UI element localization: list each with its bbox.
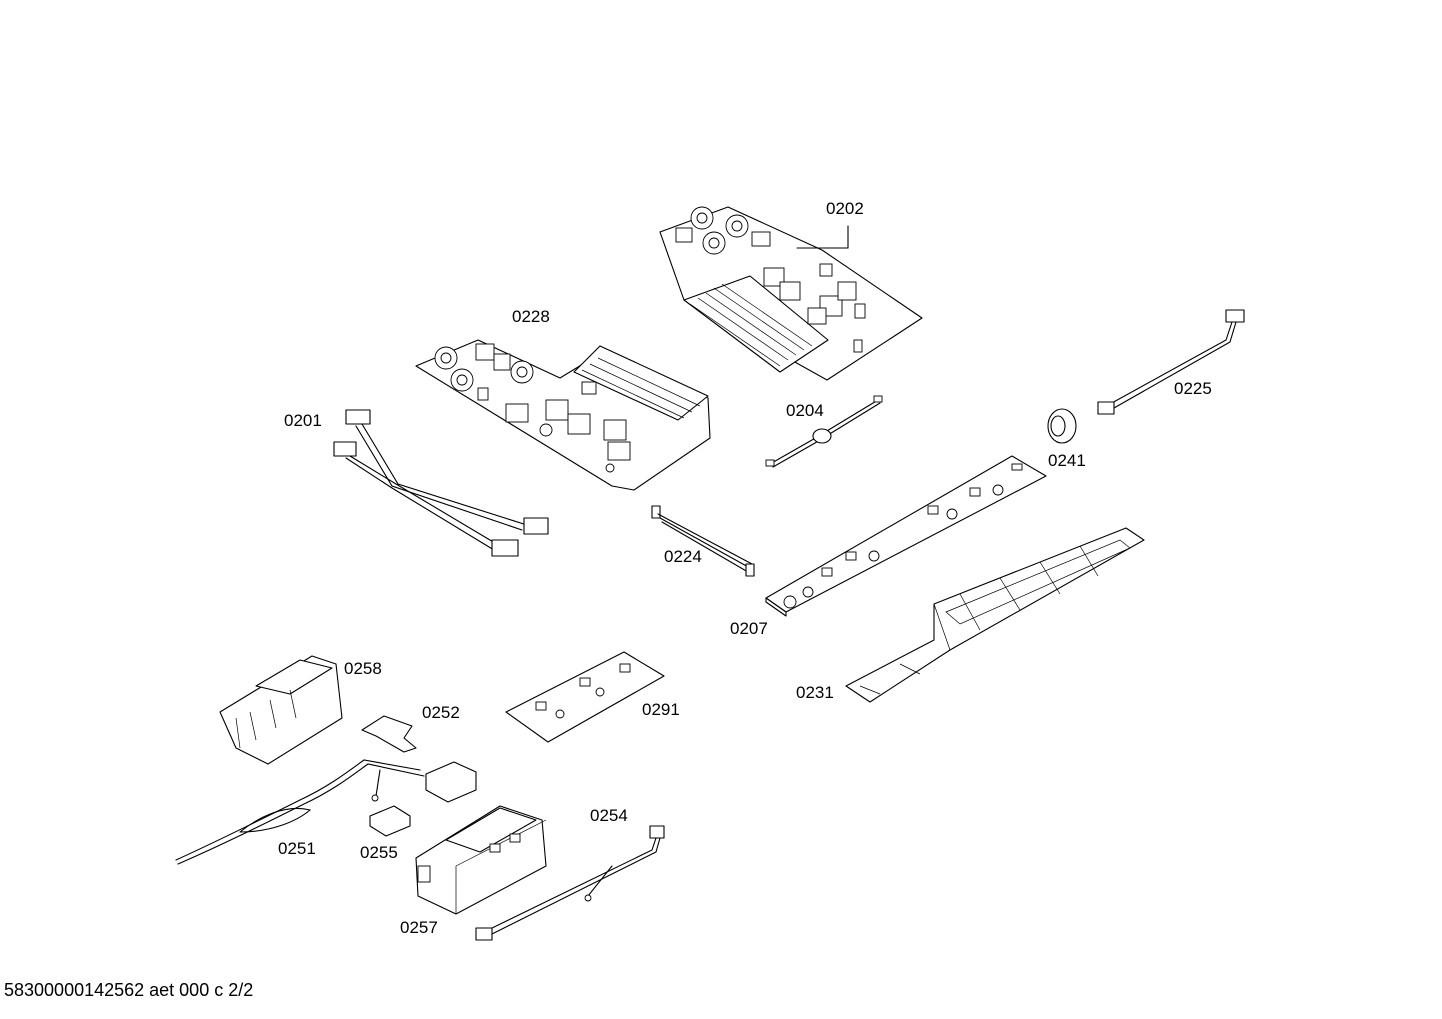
part-0224-ribbon-cable[interactable]: [651, 505, 755, 577]
label-0251: 0251: [278, 839, 316, 858]
part-0251-mains-cable[interactable]: [175, 759, 477, 865]
part-0252-clamp[interactable]: [361, 715, 417, 753]
label-0252: 0252: [422, 703, 460, 722]
part-0204-filter-cable[interactable]: [765, 395, 883, 468]
label-0257: 0257: [400, 918, 438, 937]
part-0231-frame[interactable]: [845, 527, 1145, 703]
part-0254-cable[interactable]: [475, 825, 665, 941]
part-0202-power-board[interactable]: [659, 206, 923, 381]
label-0201: 0201: [284, 411, 322, 430]
part-0228-power-board[interactable]: [415, 339, 711, 491]
label-0224: 0224: [664, 547, 702, 566]
label-0258: 0258: [344, 659, 382, 678]
label-0254: 0254: [590, 806, 628, 825]
part-0255-connector[interactable]: [369, 805, 411, 837]
label-0291: 0291: [642, 700, 680, 719]
part-0241-ferrite-ring[interactable]: [1047, 408, 1077, 444]
label-0204: 0204: [786, 401, 824, 420]
label-0228: 0228: [512, 307, 550, 326]
label-0231: 0231: [796, 683, 834, 702]
part-0207-control-board[interactable]: [765, 455, 1047, 617]
label-0202: 0202: [826, 199, 864, 218]
part-0201-cable-harness[interactable]: [333, 409, 549, 557]
part-0291-small-board[interactable]: [505, 651, 665, 743]
label-0255: 0255: [360, 843, 398, 862]
label-0241: 0241: [1048, 451, 1086, 470]
part-0257-filter-housing[interactable]: [415, 805, 547, 915]
document-footer-code: 58300000142562 aet 000 c 2/2: [4, 980, 254, 1000]
label-0207: 0207: [730, 619, 768, 638]
label-0225: 0225: [1174, 379, 1212, 398]
part-0225-cable[interactable]: [1097, 309, 1245, 415]
part-0258-housing[interactable]: [219, 655, 343, 765]
